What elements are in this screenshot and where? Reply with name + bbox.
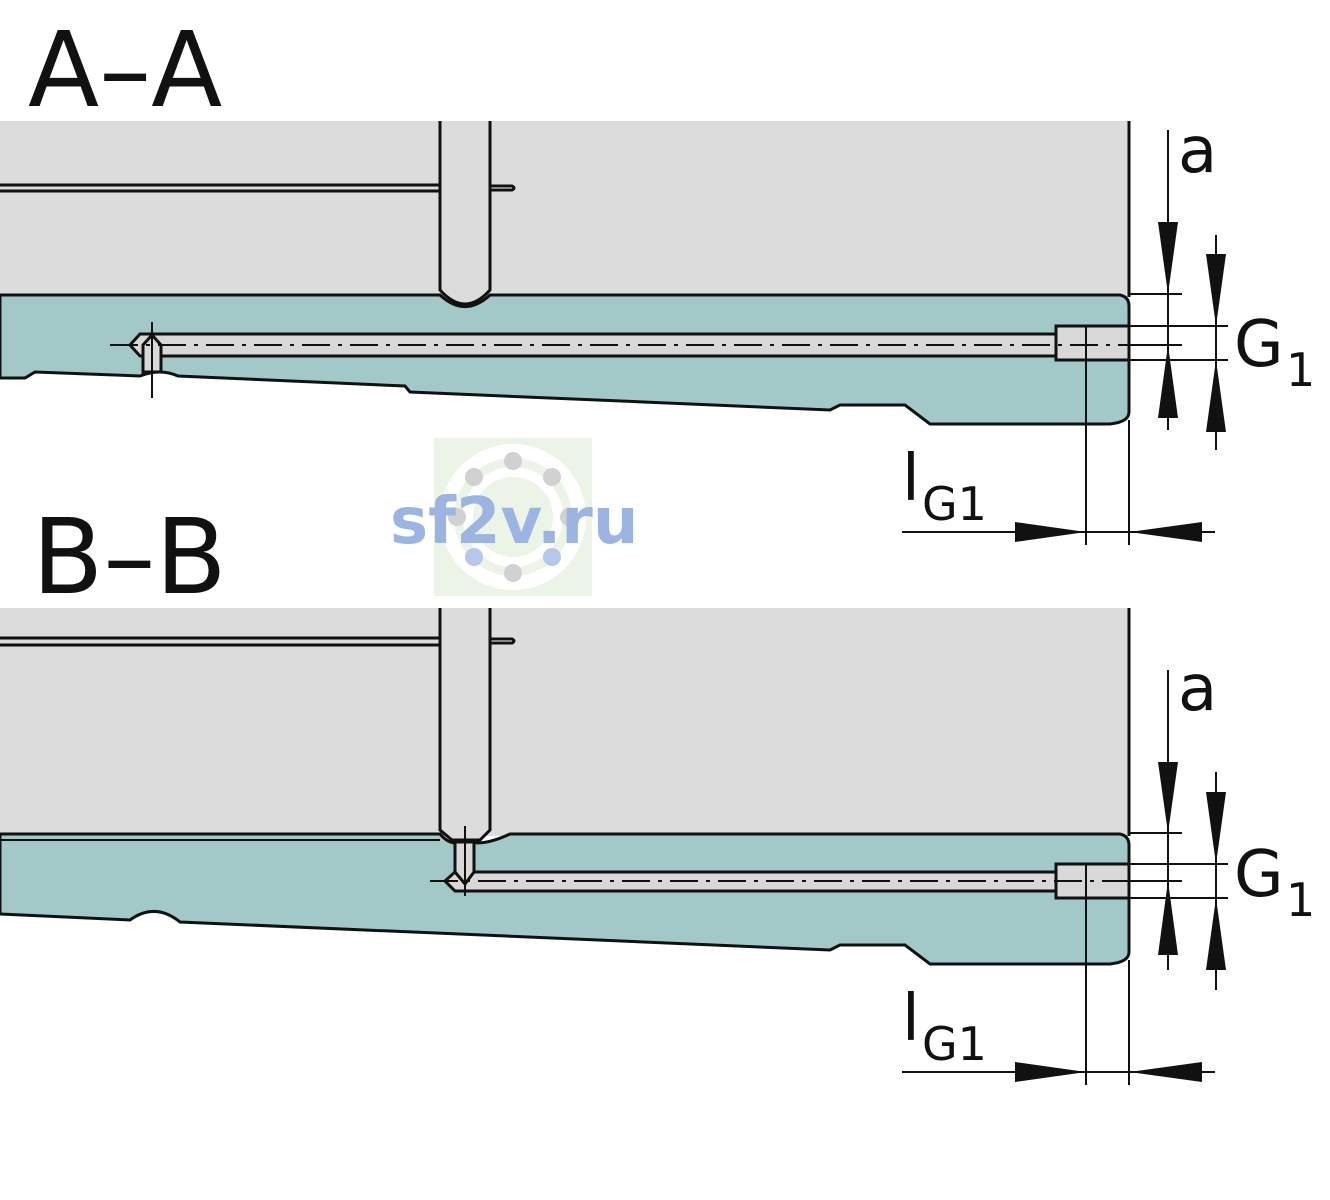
dim-label-lg1-b: l xyxy=(902,982,920,1056)
view-a-a: A–A a xyxy=(0,9,1315,545)
lube-channel-a xyxy=(438,121,492,306)
lube-channel-b xyxy=(438,608,492,842)
dimensions-a: a G 1 l G1 xyxy=(902,114,1315,545)
dim-label-g1-sub-a: 1 xyxy=(1286,343,1315,397)
watermark: sf2v.ru xyxy=(390,438,638,596)
guide-rail-b xyxy=(0,832,1131,966)
dim-label-a-b: a xyxy=(1178,652,1217,726)
view-b-b: B–B a xyxy=(0,496,1315,1085)
section-title-a-a: A–A xyxy=(28,9,222,131)
section-title-b-b: B–B xyxy=(32,496,227,618)
dim-label-g1-a: G xyxy=(1234,308,1284,382)
dim-label-g1-sub-b: 1 xyxy=(1286,873,1315,927)
bearing-logo-icon xyxy=(440,444,586,590)
thread-g1-a xyxy=(1054,324,1131,362)
lube-bore-b xyxy=(430,826,1150,900)
arrow-lg1-left-b xyxy=(1129,1062,1202,1082)
housing-body-a xyxy=(0,121,1129,297)
dim-label-lg1-a: l xyxy=(902,442,920,516)
guide-rail-a xyxy=(0,293,1131,426)
arrow-lg1-left-a xyxy=(1129,522,1202,542)
dim-label-lg1-sub-a: G1 xyxy=(922,477,987,531)
arrow-g1-down-b xyxy=(1206,792,1226,864)
arrow-lg1-right-a xyxy=(1015,522,1086,542)
arrow-lg1-right-b xyxy=(1015,1062,1086,1082)
arrow-a-up-b xyxy=(1158,881,1178,955)
housing-body-b xyxy=(0,608,1129,836)
dim-label-a-a: a xyxy=(1178,114,1217,188)
arrow-a-down xyxy=(1158,222,1178,294)
watermark-text: sf2v.ru xyxy=(390,485,638,559)
arrow-g1-up-a xyxy=(1206,360,1226,432)
arrow-a-down-b xyxy=(1158,762,1178,833)
bore-b xyxy=(442,870,1058,893)
arrow-g1-up-b xyxy=(1206,898,1226,970)
dimensions-b: a G 1 l G1 xyxy=(902,652,1315,1085)
lube-bore-a xyxy=(110,322,1150,398)
dim-label-lg1-sub-b: G1 xyxy=(922,1017,987,1071)
housing-b xyxy=(0,608,1131,842)
housing-a xyxy=(0,121,1131,306)
arrow-a-up xyxy=(1158,345,1178,418)
dim-label-g1-b: G xyxy=(1234,838,1284,912)
arrow-g1-down-a xyxy=(1206,254,1226,326)
